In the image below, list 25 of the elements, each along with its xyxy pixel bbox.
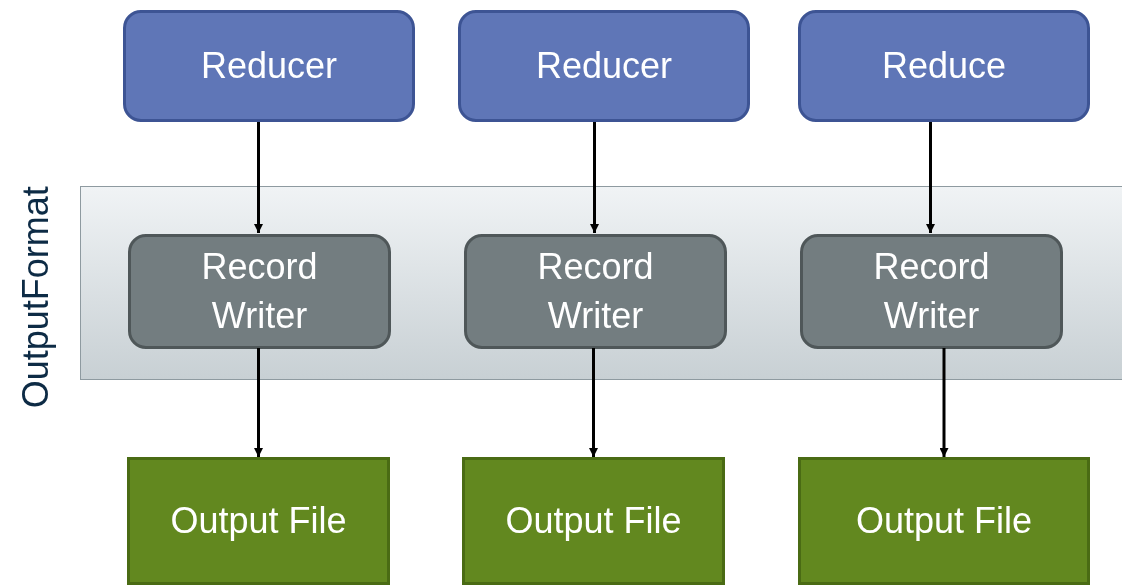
output-file-label: Output File: [855, 498, 1033, 543]
output-file-label: Output File: [170, 498, 347, 543]
record-writer-box: [128, 234, 391, 349]
record-writer-box: [464, 234, 727, 349]
arrow: [589, 348, 598, 457]
arrow: [254, 122, 263, 233]
arrow: [590, 122, 599, 233]
reducer-box: [123, 10, 415, 122]
arrow: [926, 122, 935, 233]
reducer-label: Reduce: [881, 43, 1007, 88]
reducer-label: Reducer: [200, 43, 338, 88]
output-file-box: [127, 457, 390, 585]
output-file-label: Output File: [505, 498, 682, 543]
reducer-box: [458, 10, 750, 122]
output-file-box: [798, 457, 1090, 585]
record-writer-label: Record Writer: [200, 244, 319, 338]
record-writer-box: [800, 234, 1063, 349]
arrow: [254, 348, 263, 457]
reducer-label: Reducer: [535, 43, 673, 88]
arrow: [939, 348, 949, 457]
reducer-box: [798, 10, 1090, 122]
band-label: OutputFormat: [13, 185, 57, 408]
output-file-box: [462, 457, 725, 585]
record-writer-label: Record Writer: [872, 244, 991, 338]
record-writer-label: Record Writer: [536, 244, 655, 338]
